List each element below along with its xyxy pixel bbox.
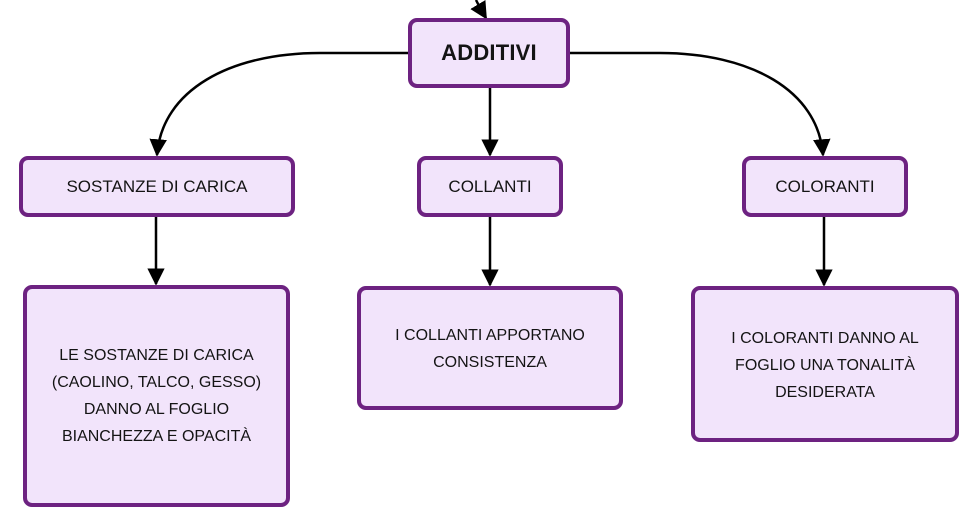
description-coloranti-text: I COLORANTI DANNO AL FOGLIO UNA TONALITÀ… xyxy=(731,330,919,401)
root-node-additivi[interactable]: ADDITIVI xyxy=(408,18,570,88)
node-coloranti[interactable]: COLORANTI xyxy=(742,156,908,217)
connector-root-to-coloranti xyxy=(570,51,831,157)
description-sostanze-di-carica[interactable]: LE SOSTANZE DI CARICA (CAOLINO, TALCO, G… xyxy=(23,285,290,507)
description-collanti[interactable]: I COLLANTI APPORTANO CONSISTENZA xyxy=(357,286,623,410)
description-sostanze-di-carica-text: LE SOSTANZE DI CARICA (CAOLINO, TALCO, G… xyxy=(51,347,262,445)
incoming-connector xyxy=(470,0,488,20)
node-sostanze-di-carica[interactable]: SOSTANZE DI CARICA xyxy=(19,156,295,217)
node-coloranti-label: COLORANTI xyxy=(775,176,875,196)
node-collanti-label: COLLANTI xyxy=(448,176,532,196)
root-node-label: ADDITIVI xyxy=(441,40,537,65)
node-collanti[interactable]: COLLANTI xyxy=(417,156,563,217)
description-coloranti[interactable]: I COLORANTI DANNO AL FOGLIO UNA TONALITÀ… xyxy=(691,286,959,442)
description-collanti-text: I COLLANTI APPORTANO CONSISTENZA xyxy=(395,327,585,371)
node-sostanze-di-carica-label: SOSTANZE DI CARICA xyxy=(66,176,248,196)
connector-root-to-sostanze xyxy=(149,51,408,157)
